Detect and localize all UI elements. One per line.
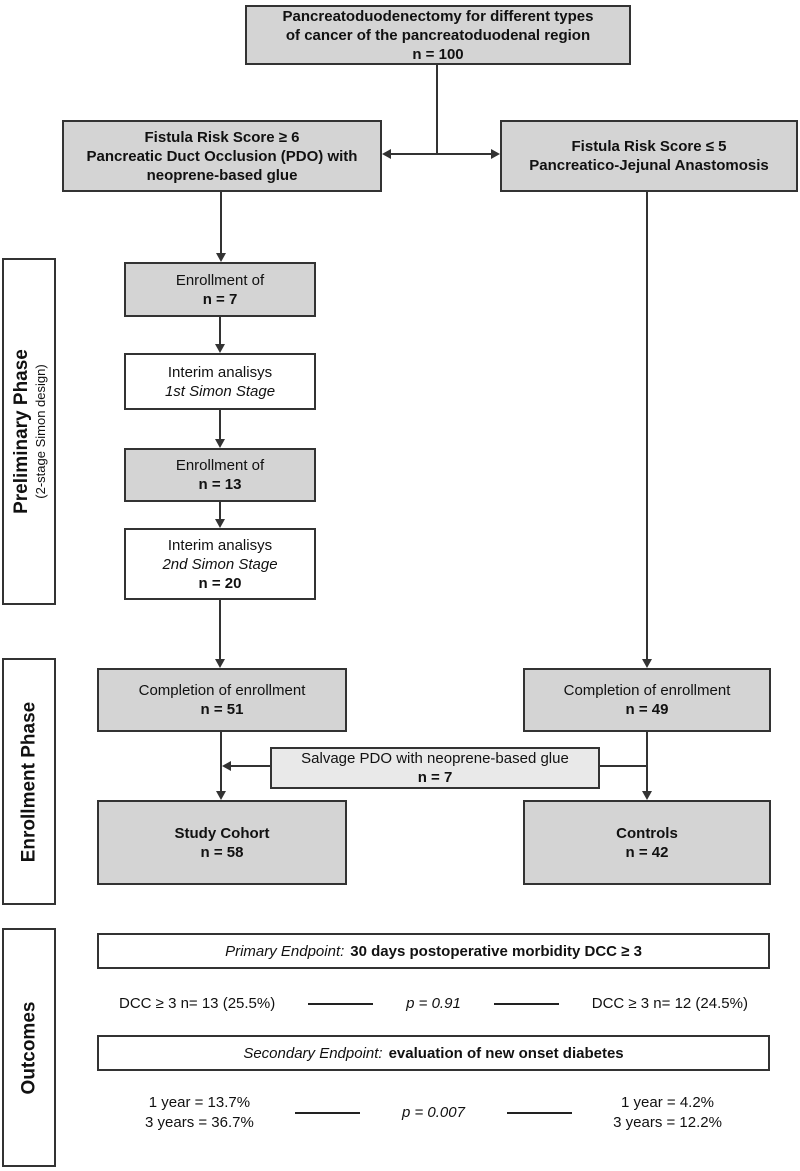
arrowhead-interim2 <box>215 519 225 528</box>
sidebar-enrollment-phase: Enrollment Phase <box>2 658 56 905</box>
connector-completion-controls <box>646 732 648 791</box>
arrowhead-completion-right <box>642 659 652 668</box>
secondary-results-row: 1 year = 13.7% 3 years = 36.7% p = 0.007… <box>97 1090 770 1136</box>
salvage-n: n = 7 <box>417 769 453 786</box>
secondary-right-year3: 3 years = 12.2% <box>613 1114 722 1131</box>
secondary-result-right: 1 year = 4.2% 3 years = 12.2% <box>613 1093 722 1133</box>
enroll2-line1: Enrollment of <box>175 457 265 474</box>
connector-enroll1-interim1 <box>219 317 221 345</box>
primary-result-left: DCC ≥ 3 n= 13 (25.5%) <box>119 995 276 1012</box>
enroll1-box: Enrollment of n = 7 <box>124 262 316 317</box>
branch-right-line2: Pancreatico-Jejunal Anastomosis <box>529 157 769 174</box>
interim1-box: Interim analisys 1st Simon Stage <box>124 353 316 410</box>
root-line1: Pancreatoduodenectomy for different type… <box>282 7 594 25</box>
secondary-rule-left <box>295 1112 361 1114</box>
secondary-p-value: p = 0.007 <box>401 1104 465 1121</box>
completion-right-box: Completion of enrollment n = 49 <box>523 668 771 732</box>
sidebar-preliminary-phase: Preliminary Phase (2-stage Simon design) <box>2 258 56 605</box>
connector-root-down <box>436 65 438 154</box>
connector-rightbranch-down <box>646 192 648 659</box>
branch-left-line1: Fistula Risk Score ≥ 6 <box>144 128 300 146</box>
arrowhead-to-right-branch <box>491 149 500 159</box>
interim2-stage: 2nd Simon Stage <box>162 555 278 573</box>
sidebar-outcomes-title: Outcomes <box>18 1001 40 1094</box>
sidebar-preliminary-subtitle: (2-stage Simon design) <box>32 364 48 499</box>
root-box: Pancreatoduodenectomy for different type… <box>245 5 631 65</box>
study-cohort-line1: Study Cohort <box>174 824 270 842</box>
branch-right-line1: Fistula Risk Score ≤ 5 <box>571 138 727 155</box>
branch-left-line2: Pancreatic Duct Occlusion (PDO) with <box>86 147 358 165</box>
completion-left-line1: Completion of enrollment <box>138 682 306 699</box>
primary-endpoint-text: 30 days postoperative morbidity DCC ≥ 3 <box>350 942 642 960</box>
interim2-n: n = 20 <box>198 574 242 592</box>
controls-box: Controls n = 42 <box>523 800 771 885</box>
primary-endpoint-label: Primary Endpoint: <box>225 942 345 960</box>
primary-rule-left <box>308 1003 374 1005</box>
primary-rule-right <box>493 1003 559 1005</box>
completion-left-n: n = 51 <box>200 701 244 718</box>
interim2-box: Interim analisys 2nd Simon Stage n = 20 <box>124 528 316 600</box>
arrowhead-enroll1 <box>216 253 226 262</box>
connector-leftbranch-down <box>220 192 222 253</box>
salvage-line1: Salvage PDO with neoprene-based glue <box>301 750 569 767</box>
enroll2-n: n = 13 <box>198 476 242 493</box>
secondary-endpoint-text: evaluation of new onset diabetes <box>388 1044 624 1062</box>
interim1-stage: 1st Simon Stage <box>164 382 276 400</box>
arrowhead-enroll2 <box>215 439 225 448</box>
arrowhead-salvage-to-study <box>222 761 231 771</box>
root-line2: of cancer of the pancreatoduodenal regio… <box>285 26 591 44</box>
branch-left-line3: neoprene-based glue <box>146 166 298 184</box>
root-n: n = 100 <box>412 45 464 63</box>
connector-interim2-completion <box>219 600 221 659</box>
interim1-line1: Interim analisys <box>167 363 273 381</box>
controls-line1: Controls <box>616 824 678 842</box>
branch-left-box: Fistula Risk Score ≥ 6 Pancreatic Duct O… <box>62 120 382 192</box>
enroll2-box: Enrollment of n = 13 <box>124 448 316 502</box>
secondary-endpoint-label: Secondary Endpoint: <box>243 1044 383 1062</box>
controls-n: n = 42 <box>625 843 669 861</box>
arrowhead-studycohort <box>216 791 226 800</box>
connector-salvage-left <box>229 765 270 767</box>
completion-left-box: Completion of enrollment n = 51 <box>97 668 347 732</box>
connector-completion-studycohort <box>220 732 222 791</box>
arrowhead-to-left-branch <box>382 149 391 159</box>
completion-right-line1: Completion of enrollment <box>563 682 731 699</box>
connector-enroll2-interim2 <box>219 502 221 520</box>
enroll1-n: n = 7 <box>202 290 238 308</box>
primary-endpoint-bar: Primary Endpoint: 30 days postoperative … <box>97 933 770 969</box>
arrowhead-interim1 <box>215 344 225 353</box>
completion-right-n: n = 49 <box>625 701 669 718</box>
primary-results-row: DCC ≥ 3 n= 13 (25.5%) p = 0.91 DCC ≥ 3 n… <box>97 992 770 1016</box>
secondary-left-year3: 3 years = 36.7% <box>145 1114 254 1131</box>
connector-salvage-right <box>600 765 646 767</box>
primary-p-value: p = 0.91 <box>406 995 461 1012</box>
sidebar-preliminary-rotated-text: Preliminary Phase (2-stage Simon design) <box>11 349 48 514</box>
secondary-result-left: 1 year = 13.7% 3 years = 36.7% <box>145 1093 254 1133</box>
sidebar-enrollment-title: Enrollment Phase <box>18 701 39 862</box>
sidebar-enrollment-rotated-text: Enrollment Phase <box>18 701 40 862</box>
sidebar-preliminary-title: Preliminary Phase <box>10 349 32 514</box>
salvage-box: Salvage PDO with neoprene-based glue n =… <box>270 747 600 789</box>
primary-result-right: DCC ≥ 3 n= 12 (24.5%) <box>591 995 748 1012</box>
arrowhead-completion-left <box>215 659 225 668</box>
study-cohort-n: n = 58 <box>200 843 244 861</box>
interim2-line1: Interim analisys <box>167 536 273 554</box>
secondary-left-year1: 1 year = 13.7% <box>148 1094 251 1111</box>
enroll1-line1: Enrollment of <box>175 271 265 289</box>
sidebar-outcomes-rotated-text: Outcomes <box>18 1001 40 1094</box>
study-cohort-box: Study Cohort n = 58 <box>97 800 347 885</box>
arrowhead-controls <box>642 791 652 800</box>
secondary-endpoint-bar: Secondary Endpoint: evaluation of new on… <box>97 1035 770 1071</box>
connector-split-horizontal <box>391 153 491 155</box>
connector-interim1-enroll2 <box>219 410 221 440</box>
secondary-rule-right <box>506 1112 572 1114</box>
secondary-right-year1: 1 year = 4.2% <box>621 1094 715 1111</box>
branch-right-box: Fistula Risk Score ≤ 5 Pancreatico-Jejun… <box>500 120 798 192</box>
sidebar-outcomes: Outcomes <box>2 928 56 1167</box>
